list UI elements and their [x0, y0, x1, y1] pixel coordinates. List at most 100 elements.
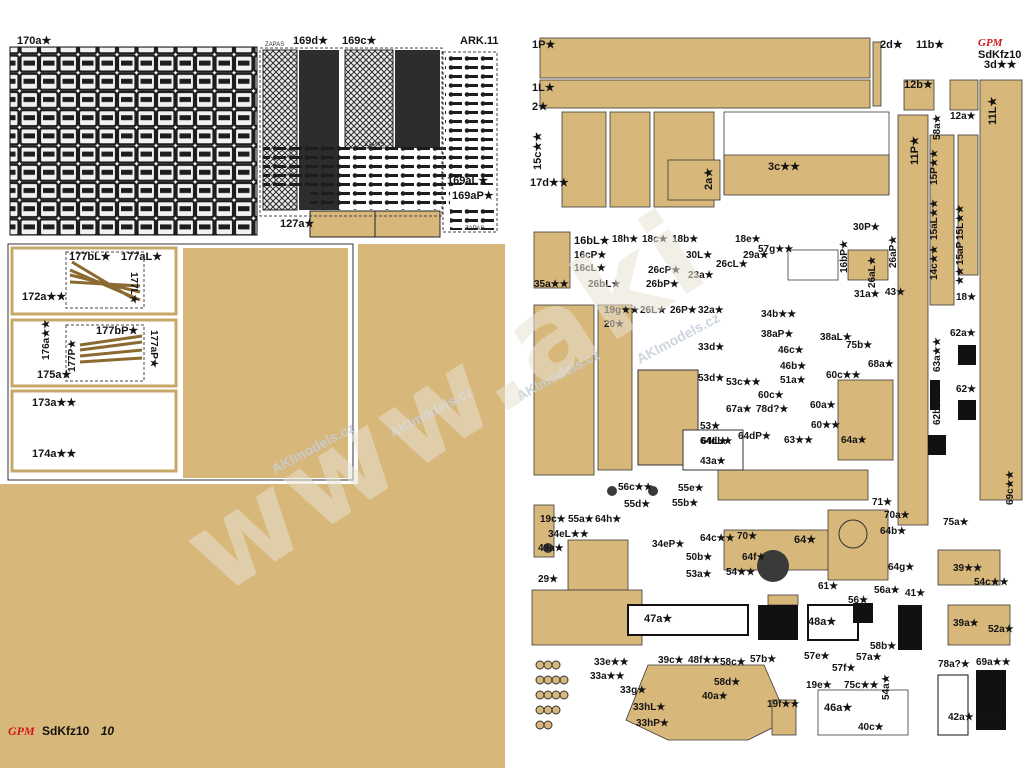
spare-label-2: ZAPAS [365, 142, 385, 148]
label-26bL: 26bL★ [588, 279, 621, 290]
label-70a: 70a★ [884, 510, 910, 521]
label-26bP: 26bP★ [646, 279, 679, 290]
label-70: 70★ [737, 531, 758, 542]
label-63: 63★★ [784, 435, 814, 446]
label-62: 62★ [956, 384, 977, 395]
label-15L: 15L★★ [955, 204, 966, 240]
brand-logo: GPM [8, 724, 35, 738]
label-56: 56★ [848, 595, 869, 606]
label-39a: 39a★ [953, 618, 979, 629]
label-12b: 12b★ [904, 79, 933, 91]
label-58d: 58d★ [714, 677, 741, 688]
label-18h: 18h★ [612, 234, 639, 245]
label-26P: 26P★ [670, 305, 697, 316]
label-33g: 33g★ [620, 685, 647, 696]
label-169c: 169c★ [342, 35, 377, 47]
label-51a: 51a★ [780, 375, 806, 386]
label-34eL: 34eL★★ [548, 529, 589, 540]
label-34eP: 34eP★ [652, 539, 685, 550]
label-62b: 62b★★ [932, 389, 943, 425]
left-footer: GPM SdKfz10 10 [8, 724, 114, 739]
model-name: SdKfz10 [42, 724, 90, 738]
label-33d: 33d★ [698, 342, 725, 353]
label-38aP: 38aP★ [761, 329, 794, 340]
label-174a: 174a★★ [32, 448, 77, 460]
sheet-id: ARK.11 [460, 35, 499, 47]
label-11b: 11b★ [916, 39, 945, 51]
label-1L: 1L★ [532, 82, 555, 94]
label-14c: 14c★★ [929, 245, 940, 280]
label-64h: 64h★ [595, 514, 622, 525]
label-33a: 33a★★ [590, 671, 625, 682]
label-64dL: 64dL★ [700, 436, 733, 447]
label-34b: 34b★★ [761, 309, 797, 320]
label-16cP: 16cP★ [574, 250, 607, 261]
label-41: 41★ [905, 588, 926, 599]
model-name-right: SdKfz10 [978, 49, 1022, 61]
label-60c-b: 60c★ [758, 390, 784, 401]
brand-logo-right: GPM [978, 37, 1003, 49]
spare-label-3: ZAPAS [465, 226, 485, 232]
link-rows-middle [263, 146, 453, 186]
spare-box-169aL [442, 51, 498, 233]
label-169d: 169d★ [293, 35, 328, 47]
right-sheet-page: GPM SdKfz10 1 1P★ 1L★ 2★ 2d★ 11b★ 3d★★ 1… [518, 0, 1024, 768]
label-42: 42★ [982, 711, 1005, 723]
label-58b: 58b★ [870, 641, 897, 652]
label-176a: 176a★★ [41, 319, 52, 360]
label-53c: 53c★★ [726, 377, 761, 388]
label-30P: 30P★ [853, 222, 880, 233]
label-69c: 69c★★ [1005, 470, 1016, 505]
label-53: 53★ [700, 421, 721, 432]
label-56a: 56a★ [874, 585, 900, 596]
label-64g: 64g★ [888, 562, 915, 573]
label-47a: 47a★ [644, 613, 673, 625]
label-55e: 55e★ [678, 483, 704, 494]
tan-panel-upper [183, 248, 348, 478]
label-169aL: 169aL★ [447, 175, 489, 187]
label-18c: 18c★ [642, 234, 668, 245]
label-30L: 30L★ [686, 250, 713, 261]
label-46c: 46c★ [778, 345, 804, 356]
label-55d: 55d★ [624, 499, 651, 510]
link-rows-lower [310, 182, 450, 210]
label-57a: 57a★ [856, 652, 882, 663]
link-rows-169aP [450, 205, 495, 230]
left-sheet-artwork [0, 46, 505, 768]
label-1P: 1P★ [532, 39, 556, 51]
frame-outline [7, 243, 354, 481]
label-26aL: 26aL★ [867, 256, 878, 288]
label-54a: 54a★ [881, 674, 892, 700]
label-18b: 18b★ [672, 234, 699, 245]
label-60c: 60c★★ [826, 370, 861, 381]
label-177bP: 177bP★ [96, 325, 139, 337]
label-55b: 55b★ [672, 498, 699, 509]
label-20: 20★ [604, 319, 625, 330]
label-48a: 48a★ [808, 616, 837, 628]
label-33e: 33e★★ [594, 657, 629, 668]
label-175a: 175a★ [37, 369, 72, 381]
label-53a: 53a★ [686, 569, 712, 580]
label-31a: 31a★ [854, 289, 880, 300]
label-62a: 62a★ [950, 328, 976, 339]
right-sheet-artwork [531, 37, 1023, 741]
label-75b: 75b★ [846, 340, 873, 351]
label-69a: 69a★★ [976, 657, 1011, 668]
right-header: GPM SdKfz10 1 [978, 37, 1024, 61]
label-26cL: 26cL★ [716, 259, 748, 270]
label-177aP: 177aP★ [148, 330, 159, 368]
label-57e: 57e★ [804, 651, 830, 662]
label-169aP: 169aP★ [452, 190, 494, 202]
label-42a: 42a★ [948, 712, 974, 723]
label-58c: 58c★ [720, 657, 746, 668]
label-60a: 60a★ [810, 400, 836, 411]
label-52a: 52a★ [988, 624, 1014, 635]
label-58a: 58a★ [932, 114, 943, 140]
label-57f: 57f★ [832, 663, 856, 674]
label-43a: 43a★ [700, 456, 726, 467]
label-40c: 40c★ [858, 722, 884, 733]
label-40a: 40a★ [702, 691, 728, 702]
label-11P: 11P★ [909, 136, 921, 165]
label-50b: 50b★ [686, 552, 713, 563]
label-26aP: 26aP★ [888, 235, 899, 268]
